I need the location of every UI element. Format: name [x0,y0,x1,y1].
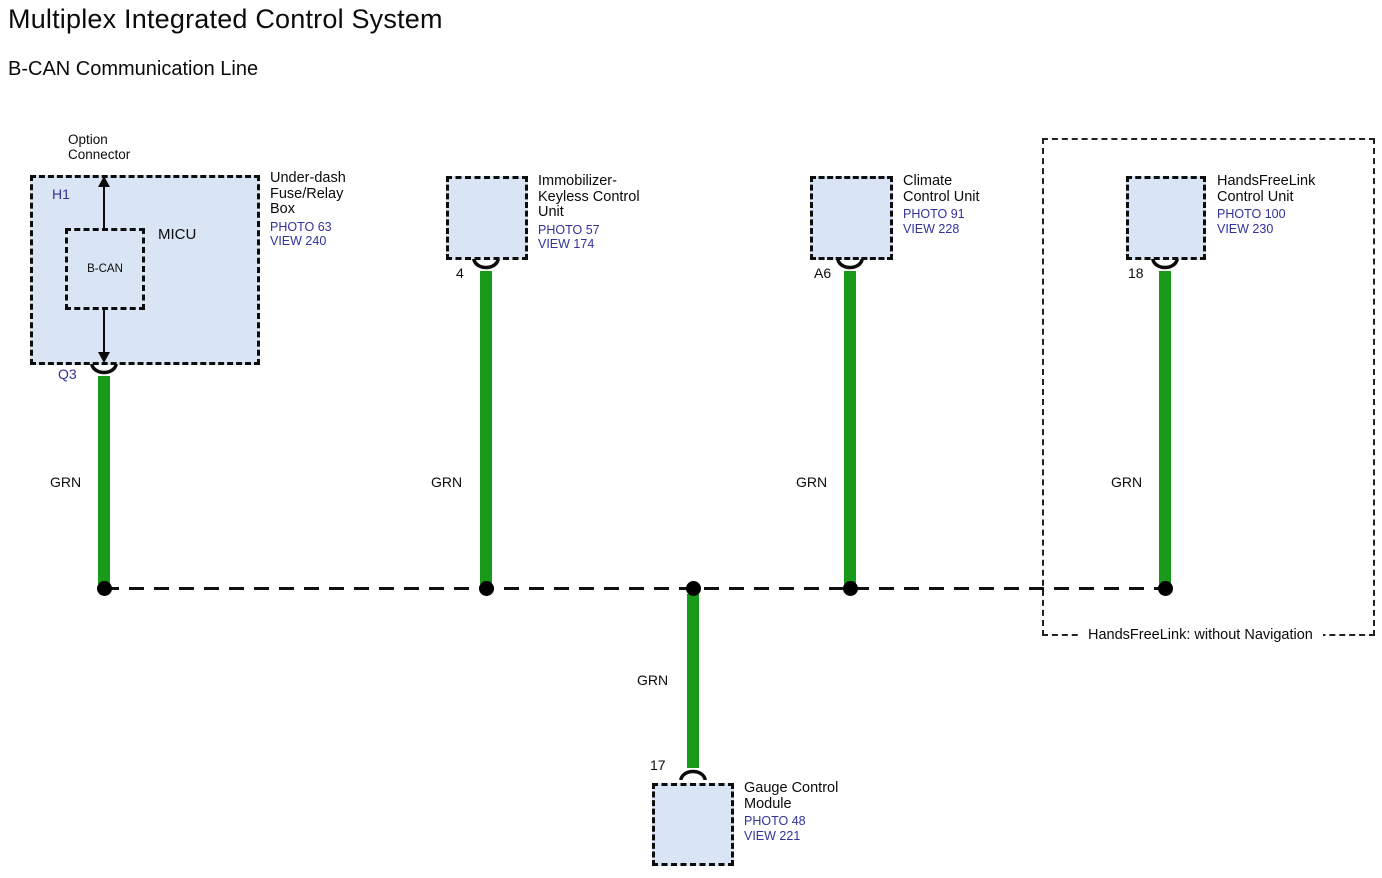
pin-label-q3[interactable]: Q3 [58,366,77,382]
connector-icon [90,364,118,375]
handsfreelink-label-block: HandsFreeLink Control Unit PHOTO 100 VIE… [1217,173,1316,236]
photo-reference[interactable]: PHOTO 48 [744,814,806,829]
component-name: Climate Control Unit [903,173,980,205]
view-reference[interactable]: VIEW 221 [744,828,801,843]
fuse-box-label-block: Under-dash Fuse/Relay Box PHOTO 63 VIEW … [270,170,346,249]
page-title: Multiplex Integrated Control System [8,4,443,34]
wire-color-label: GRN [50,474,82,490]
bcan-bus-line [104,587,1167,590]
pin-label-h1[interactable]: H1 [52,186,70,202]
wire-grn-gauge [687,594,699,768]
component-name: Immobilizer- Keyless Control Unit [538,173,640,221]
junction-dot [843,581,858,596]
wire-color-label: GRN [637,672,669,688]
view-reference[interactable]: VIEW 174 [538,237,595,252]
wire-grn-immobilizer [480,271,492,584]
immobilizer-label-block: Immobilizer- Keyless Control Unit PHOTO … [538,173,640,252]
handsfreelink-box [1126,176,1206,260]
climate-control-box [810,176,893,260]
component-name: HandsFreeLink Control Unit [1217,173,1316,205]
bcan-inner-box: B-CAN [65,228,145,310]
wire-color-label: GRN [1111,474,1143,490]
view-reference[interactable]: VIEW 240 [270,234,327,249]
connector-icon [836,259,864,270]
junction-dot [479,581,494,596]
photo-reference[interactable]: PHOTO 100 [1217,207,1286,222]
handsfreelink-region-caption: HandsFreeLink: without Navigation [1078,627,1323,643]
component-name: Under-dash Fuse/Relay Box [270,170,346,218]
wire-grn-climate [844,271,856,584]
immobilizer-keyless-box [446,176,528,260]
gauge-label-block: Gauge Control Module PHOTO 48 VIEW 221 [744,780,839,843]
junction-dot [1158,581,1173,596]
connector-icon [679,769,707,780]
arrow-up-icon [98,176,110,187]
photo-reference[interactable]: PHOTO 57 [538,222,600,237]
connector-icon [472,259,500,270]
climate-label-block: Climate Control Unit PHOTO 91 VIEW 228 [903,173,980,236]
pin-label-a6: A6 [814,265,832,281]
handsfreelink-region [1042,138,1375,636]
photo-reference[interactable]: PHOTO 91 [903,207,965,222]
micu-label: MICU [158,226,197,243]
arrow-down-icon [98,352,110,363]
junction-dot [97,581,112,596]
gauge-control-box [652,783,734,866]
view-reference[interactable]: VIEW 228 [903,221,960,236]
wire-color-label: GRN [431,474,463,490]
connector-icon [1151,259,1179,270]
view-reference[interactable]: VIEW 230 [1217,221,1274,236]
page-subtitle: B-CAN Communication Line [8,58,259,80]
wire-grn-fusebox [98,376,110,584]
pin-label-18: 18 [1128,265,1144,281]
option-connector-label: Option Connector [68,132,131,163]
junction-dot [686,581,701,596]
pin-label-4: 4 [456,265,464,281]
arrow-line [103,186,105,228]
wire-color-label: GRN [796,474,828,490]
arrow-line [103,310,105,353]
pin-label-17: 17 [650,757,666,773]
photo-reference[interactable]: PHOTO 63 [270,219,332,234]
component-name: Gauge Control Module [744,780,839,812]
wire-grn-handsfreelink [1159,271,1171,584]
